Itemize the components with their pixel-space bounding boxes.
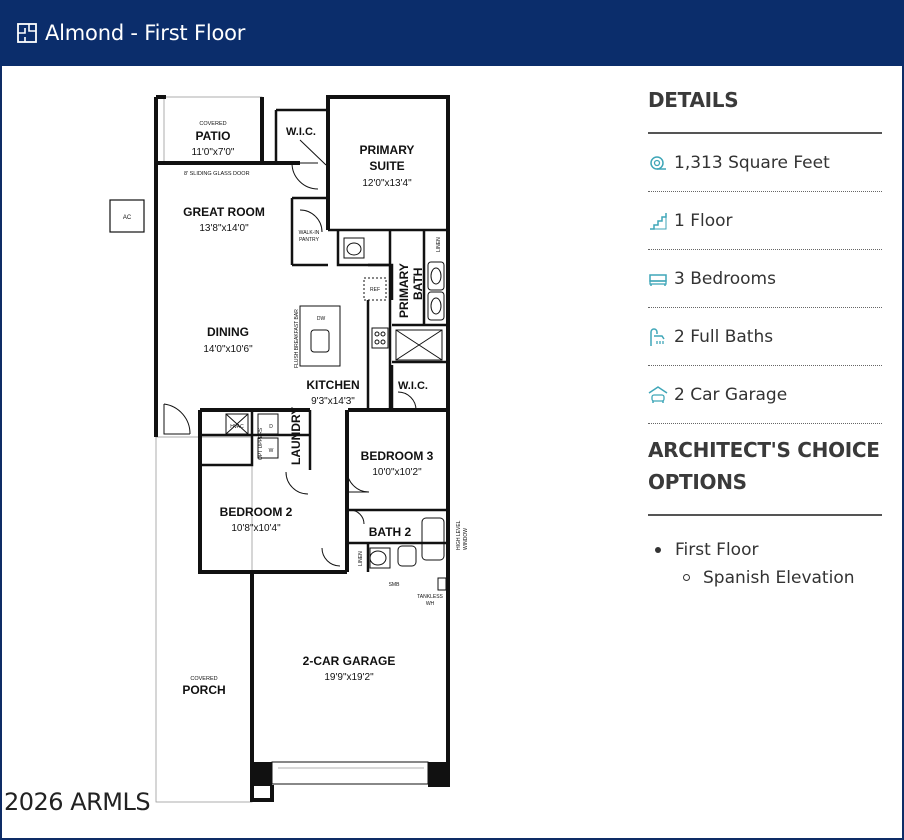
option-spanish-elevation: Spanish Elevation xyxy=(648,564,882,592)
options-list: First Floor Spanish Elevation xyxy=(648,536,882,592)
page-title: Almond - First Floor xyxy=(45,21,246,45)
room-kitchen-dims: 9'3"x14'3" xyxy=(311,396,355,407)
room-kitchen: KITCHEN xyxy=(306,378,359,392)
linen-label-2: LINEN xyxy=(358,551,364,566)
dryer-label: D xyxy=(269,424,273,430)
room-primary-bath-1: PRIMARY xyxy=(397,263,411,318)
room-dining-dims: 14'0"x10'6" xyxy=(203,344,253,355)
room-primary-bath-2: BATH xyxy=(411,268,425,300)
garage-pier-left xyxy=(250,762,272,786)
breakfast-bar-label: FLUSH BREAKFAST BAR xyxy=(294,309,300,368)
room-patio: PATIO xyxy=(196,129,231,143)
divider xyxy=(648,132,882,134)
room-bedroom-3: BEDROOM 3 xyxy=(361,449,434,463)
garage-pier-right xyxy=(428,762,448,786)
details-heading: DETAILS xyxy=(648,88,739,112)
room-porch: PORCH xyxy=(182,683,225,697)
dw-label: DW xyxy=(317,316,326,322)
room-bath-2: BATH 2 xyxy=(369,525,412,539)
ac-unit xyxy=(109,199,145,233)
header-bar: Almond - First Floor xyxy=(0,0,904,66)
interior-walls xyxy=(198,108,448,572)
option-first-floor: First Floor xyxy=(648,536,882,564)
patio-note: COVERED xyxy=(199,121,226,127)
room-wic-1: W.I.C. xyxy=(286,126,316,138)
detail-label: 2 Car Garage xyxy=(674,384,788,405)
options-heading-line-2: OPTIONS xyxy=(648,470,747,494)
room-garage: 2-CAR GARAGE xyxy=(303,654,396,668)
room-bedroom-2-dims: 10'8"x10'4" xyxy=(231,523,281,534)
opt-uppers-label: OPT UPPERS xyxy=(258,427,264,460)
room-labels: COVERED PATIO 11'0"x7'0" 8' SLIDING GLAS… xyxy=(123,121,469,697)
tankless-label-1: TANKLESS xyxy=(417,594,443,600)
hvac-label: HVAC xyxy=(230,424,244,430)
room-bedroom-3-dims: 10'0"x10'2" xyxy=(372,467,422,478)
divider xyxy=(648,514,882,516)
detail-baths: 2 Full Baths xyxy=(648,308,882,366)
garage-icon xyxy=(648,385,668,405)
room-garage-dims: 19'9"x19'2" xyxy=(324,672,374,683)
detail-label: 1,313 Square Feet xyxy=(674,152,830,173)
detail-label: 3 Bedrooms xyxy=(674,268,776,289)
sliding-door-label: 8' SLIDING GLASS DOOR xyxy=(184,171,250,177)
room-primary-suite-1: PRIMARY xyxy=(360,143,415,157)
detail-bedrooms: 3 Bedrooms xyxy=(648,250,882,308)
washer-label: W xyxy=(269,448,274,454)
ac-label: AC xyxy=(123,215,132,221)
room-bedroom-2: BEDROOM 2 xyxy=(220,505,293,519)
details-panel: DETAILS 1,313 Square Feet 1 Floor 3 Bedr… xyxy=(648,84,882,592)
detail-square-feet: 1,313 Square Feet xyxy=(648,134,882,192)
bed-icon xyxy=(648,269,668,289)
detail-garage: 2 Car Garage xyxy=(648,366,882,424)
pantry-label-2: PANTRY xyxy=(299,237,319,243)
room-dining: DINING xyxy=(207,325,249,339)
room-primary-suite-2: SUITE xyxy=(369,159,404,173)
fixtures xyxy=(225,237,447,591)
room-primary-suite-dims: 12'0"x13'4" xyxy=(362,178,412,189)
smb-label: SMB xyxy=(389,582,401,588)
shower-icon xyxy=(648,327,668,347)
tankless-label-2: WH xyxy=(426,601,435,607)
options-heading-line-1: ARCHITECT'S CHOICE xyxy=(648,438,880,462)
detail-floors: 1 Floor xyxy=(648,192,882,250)
floor-plan-drawing: COVERED PATIO 11'0"x7'0" 8' SLIDING GLAS… xyxy=(109,95,469,803)
room-great-room-dims: 13'8"x14'0" xyxy=(199,223,249,234)
room-laundry: LAUNDRY xyxy=(289,407,303,465)
linen-label-1: LINEN xyxy=(436,237,442,252)
floor-plan: COVERED PATIO 11'0"x7'0" 8' SLIDING GLAS… xyxy=(0,66,620,838)
stairs-icon xyxy=(648,211,668,231)
high-window-label-1: HIGH LEVEL xyxy=(456,520,462,550)
detail-label: 2 Full Baths xyxy=(674,326,774,347)
square-feet-icon xyxy=(648,153,668,173)
detail-label: 1 Floor xyxy=(674,210,733,231)
room-patio-dims: 11'0"x7'0" xyxy=(192,147,235,158)
room-wic-2: W.I.C. xyxy=(398,380,428,392)
garage-door xyxy=(271,761,429,785)
porch-outline xyxy=(155,436,253,803)
high-window-label-2: WINDOW xyxy=(463,528,469,550)
porch-note: COVERED xyxy=(190,676,217,682)
ref-label: REF xyxy=(370,287,380,293)
room-great-room: GREAT ROOM xyxy=(183,205,265,219)
floorplan-icon xyxy=(16,22,38,44)
watermark: 2026 ARMLS xyxy=(4,788,151,816)
pantry-label-1: WALK-IN xyxy=(299,230,320,236)
doors xyxy=(163,139,417,567)
